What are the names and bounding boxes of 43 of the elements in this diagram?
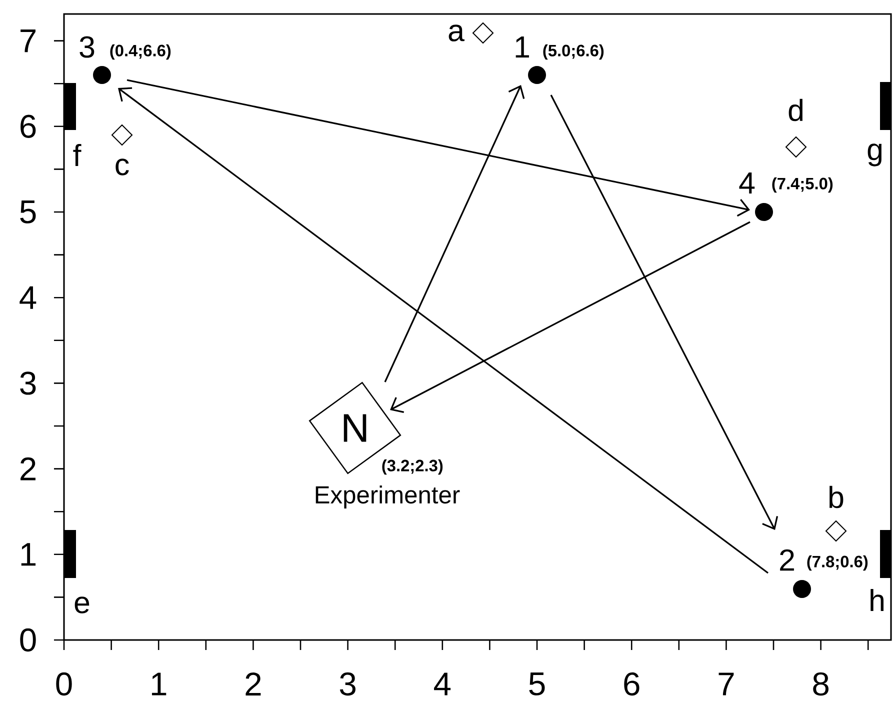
tick-label: 6 (624, 672, 640, 696)
tick-label: 5 (20, 200, 36, 224)
tick-label: 4 (434, 672, 451, 696)
experimenter-label: Experimenter (316, 486, 460, 508)
tick-label: 8 (813, 672, 828, 696)
tick-label: 3 (340, 672, 356, 696)
location-dot (755, 203, 773, 221)
tick-label: 1 (152, 672, 166, 696)
tick-label: 2 (20, 457, 36, 480)
arrow (550, 94, 778, 530)
tick-label: 7 (718, 672, 734, 696)
tick-label: 5 (529, 672, 545, 696)
marker-letter: h (870, 588, 884, 612)
tick-label: 4 (20, 286, 36, 309)
marker-letter: f (73, 144, 82, 166)
marker-letter: b (830, 486, 844, 508)
coordinate-label: (7.4;5.0) (772, 177, 833, 193)
marker-letter: d (788, 98, 803, 122)
location-number: 3 (80, 36, 94, 58)
arrow (384, 85, 525, 382)
location-dot (528, 66, 546, 84)
coordinate-label: (5.0;6.6) (543, 44, 604, 60)
coordinate-label: (0.4;6.6) (110, 44, 171, 60)
location-number: 4 (739, 172, 755, 194)
location-number: 2 (780, 549, 794, 571)
marker-letter: a (448, 24, 464, 42)
tick-label: 0 (56, 672, 72, 696)
location-dot (93, 66, 111, 84)
marker-letter: c (116, 158, 129, 176)
tick-label: 6 (20, 114, 36, 138)
arrow (118, 87, 768, 574)
tick-label: 0 (20, 628, 36, 652)
location-dot (793, 580, 811, 598)
arrow (390, 221, 750, 413)
tick-label: 3 (20, 372, 36, 395)
tick-label: 2 (246, 672, 261, 696)
tick-label: 7 (20, 30, 36, 52)
tick-label: 1 (21, 543, 36, 566)
arrow (126, 79, 750, 217)
coordinate-label: (7.8;0.6) (807, 555, 868, 571)
marker-letter: g (868, 144, 882, 166)
marker-letter: e (74, 596, 90, 614)
location-number: 1 (516, 36, 529, 58)
